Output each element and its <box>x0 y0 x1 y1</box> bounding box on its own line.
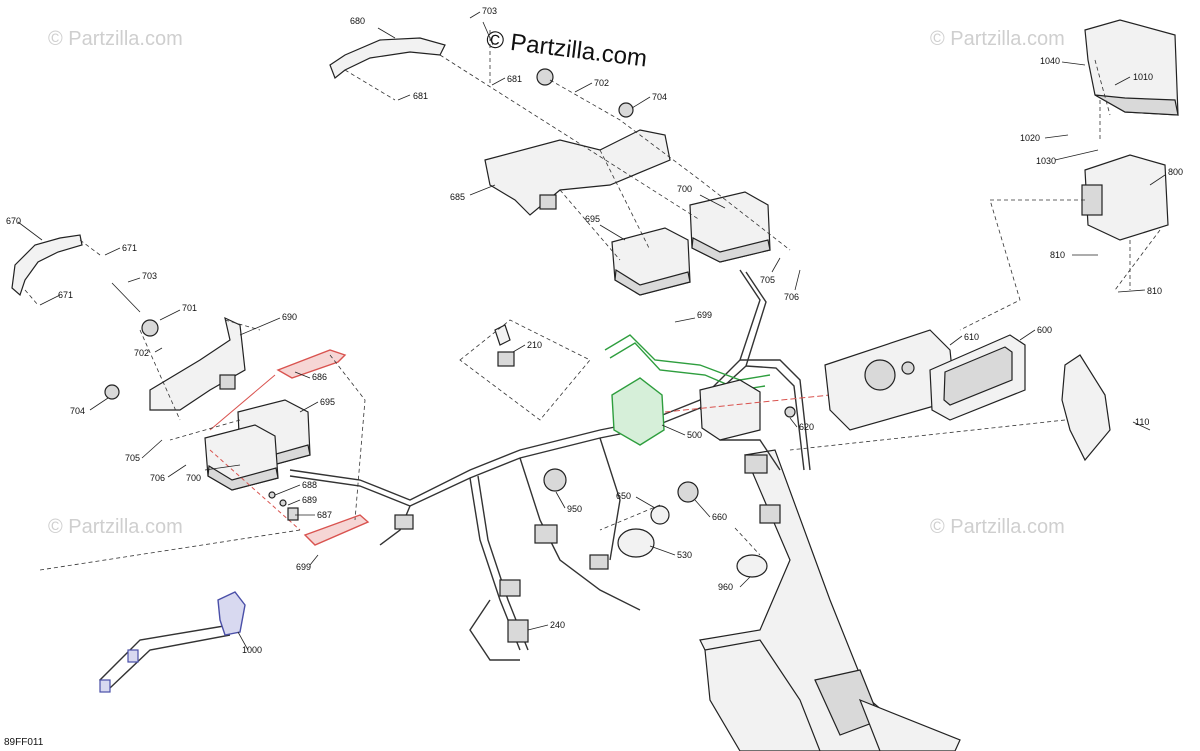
callout-1030: 1030 <box>1036 156 1056 166</box>
callout-705: 705 <box>125 453 140 463</box>
callout-700: 700 <box>186 473 201 483</box>
module-700-top <box>689 191 771 263</box>
bracket-686-highlight <box>209 349 370 546</box>
callout-689: 689 <box>302 495 317 505</box>
callout-810: 810 <box>1050 250 1065 260</box>
callout-960: 960 <box>718 582 733 592</box>
callout-704: 704 <box>70 406 85 416</box>
horn-530 <box>617 528 655 558</box>
callout-800: 800 <box>1168 167 1183 177</box>
callout-650: 650 <box>616 491 631 501</box>
callout-610: 610 <box>964 332 979 342</box>
callout-695: 695 <box>585 214 600 224</box>
cap-960 <box>736 554 768 578</box>
callout-660: 660 <box>712 512 727 522</box>
callout-690: 690 <box>282 312 297 322</box>
callout-701: 701 <box>182 303 197 313</box>
watermark: © Partzilla.com <box>48 516 183 538</box>
callout-530: 530 <box>677 550 692 560</box>
callout-671: 671 <box>58 290 73 300</box>
callout-687: 687 <box>317 510 332 520</box>
callout-703: 703 <box>142 271 157 281</box>
callout-706: 706 <box>784 292 799 302</box>
bracket-670 <box>11 234 83 297</box>
socket-660 <box>677 481 699 503</box>
callout-686: 686 <box>312 372 327 382</box>
callout-950: 950 <box>567 504 582 514</box>
callout-680: 680 <box>350 16 365 26</box>
leader-lines <box>17 11 1166 651</box>
callout-695: 695 <box>320 397 335 407</box>
callout-685: 685 <box>450 192 465 202</box>
assembly-lines <box>24 30 1161 571</box>
connector-240 <box>507 619 529 643</box>
callout-688: 688 <box>302 480 317 490</box>
drawing-code: 89FF011 <box>4 737 44 748</box>
connector-210 <box>494 324 515 367</box>
callout-670: 670 <box>6 216 21 226</box>
callout-1000: 1000 <box>242 645 262 655</box>
gauge-display-600 <box>929 334 1026 421</box>
watermark: © Partzilla.com <box>930 516 1065 538</box>
bracket-1010 <box>1084 19 1179 116</box>
callout-704: 704 <box>652 92 667 102</box>
module-800 <box>1081 154 1169 241</box>
frame-tube <box>699 449 961 751</box>
switch-950 <box>543 468 567 492</box>
callout-699: 699 <box>296 562 311 572</box>
bracket-690 <box>149 316 246 411</box>
callout-1010: 1010 <box>1133 72 1153 82</box>
callout-600: 600 <box>1037 325 1052 335</box>
seal-650 <box>650 505 670 525</box>
watermark: © Partzilla.com <box>930 28 1065 50</box>
callout-703: 703 <box>482 6 497 16</box>
callout-671: 671 <box>122 243 137 253</box>
callout-1040: 1040 <box>1040 56 1060 66</box>
module-695-top <box>611 227 691 296</box>
callout-810: 810 <box>1147 286 1162 296</box>
callout-702: 702 <box>134 348 149 358</box>
callout-681: 681 <box>413 91 428 101</box>
callout-706: 706 <box>150 473 165 483</box>
callout-681: 681 <box>507 74 522 84</box>
callout-240: 240 <box>550 620 565 630</box>
callout-110: 110 <box>1135 417 1149 427</box>
bracket-right <box>1061 354 1111 462</box>
switch-1000-highlight <box>98 591 246 693</box>
callout-500: 500 <box>687 430 702 440</box>
watermark: © Partzilla.com <box>48 28 183 50</box>
bracket-680 <box>329 37 446 79</box>
callout-700: 700 <box>677 184 692 194</box>
module-700-left <box>204 424 279 491</box>
callout-labels: 680 703 681 681 702 704 685 700 695 699 … <box>6 6 1183 655</box>
callout-210: 210 <box>527 340 542 350</box>
callout-620: 620 <box>799 422 814 432</box>
fuse-box <box>699 379 761 441</box>
callout-705: 705 <box>760 275 775 285</box>
callout-1020: 1020 <box>1020 133 1040 143</box>
callout-699: 699 <box>697 310 712 320</box>
wiring-harness <box>289 269 811 661</box>
callout-702: 702 <box>594 78 609 88</box>
bracket-685 <box>484 129 671 216</box>
gauge-housing-610 <box>824 329 956 431</box>
